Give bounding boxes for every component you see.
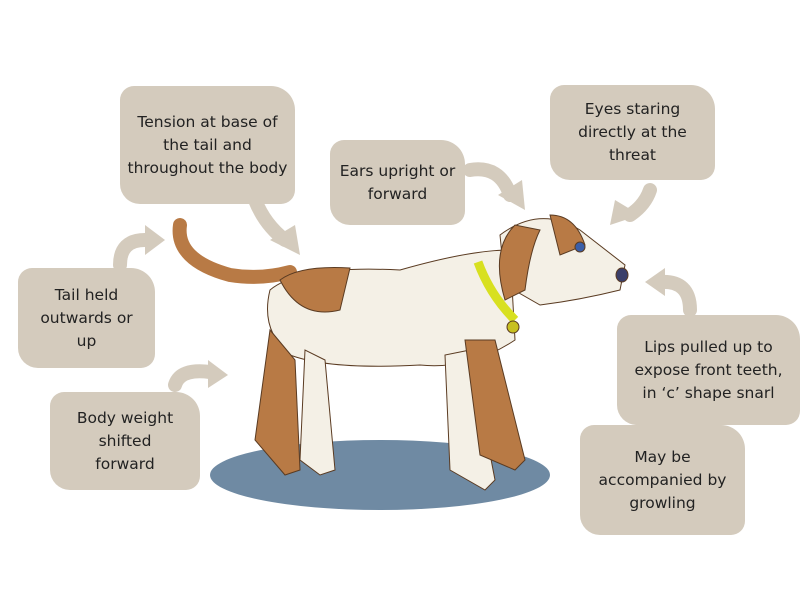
label-lips-text: Lips pulled up to expose front teeth, in… [634,337,783,402]
label-eyes: Eyes staring directly at the threat [550,85,715,180]
label-growling: May be accompanied by growling [580,425,745,535]
dog [172,214,629,491]
label-tension-text: Tension at base of the tail and througho… [127,112,288,177]
label-growling-text: May be accompanied by growling [598,447,727,512]
label-body-weight: Body weight shifted forward [50,392,200,490]
arrow-heads [145,180,665,388]
label-tail: Tail held outwards or up [18,268,155,368]
arrow-body [168,364,217,392]
label-tail-text: Tail held outwards or up [40,285,133,350]
arrow-ears [463,162,517,202]
arrow-tail [113,233,152,272]
label-ears-text: Ears upright or forward [339,161,456,203]
label-lips: Lips pulled up to expose front teeth, in… [617,315,800,425]
label-body-weight-text: Body weight shifted forward [76,408,174,473]
label-tension: Tension at base of the tail and througho… [120,86,295,204]
label-ears: Ears upright or forward [330,140,465,225]
label-eyes-text: Eyes staring directly at the threat [578,100,687,164]
